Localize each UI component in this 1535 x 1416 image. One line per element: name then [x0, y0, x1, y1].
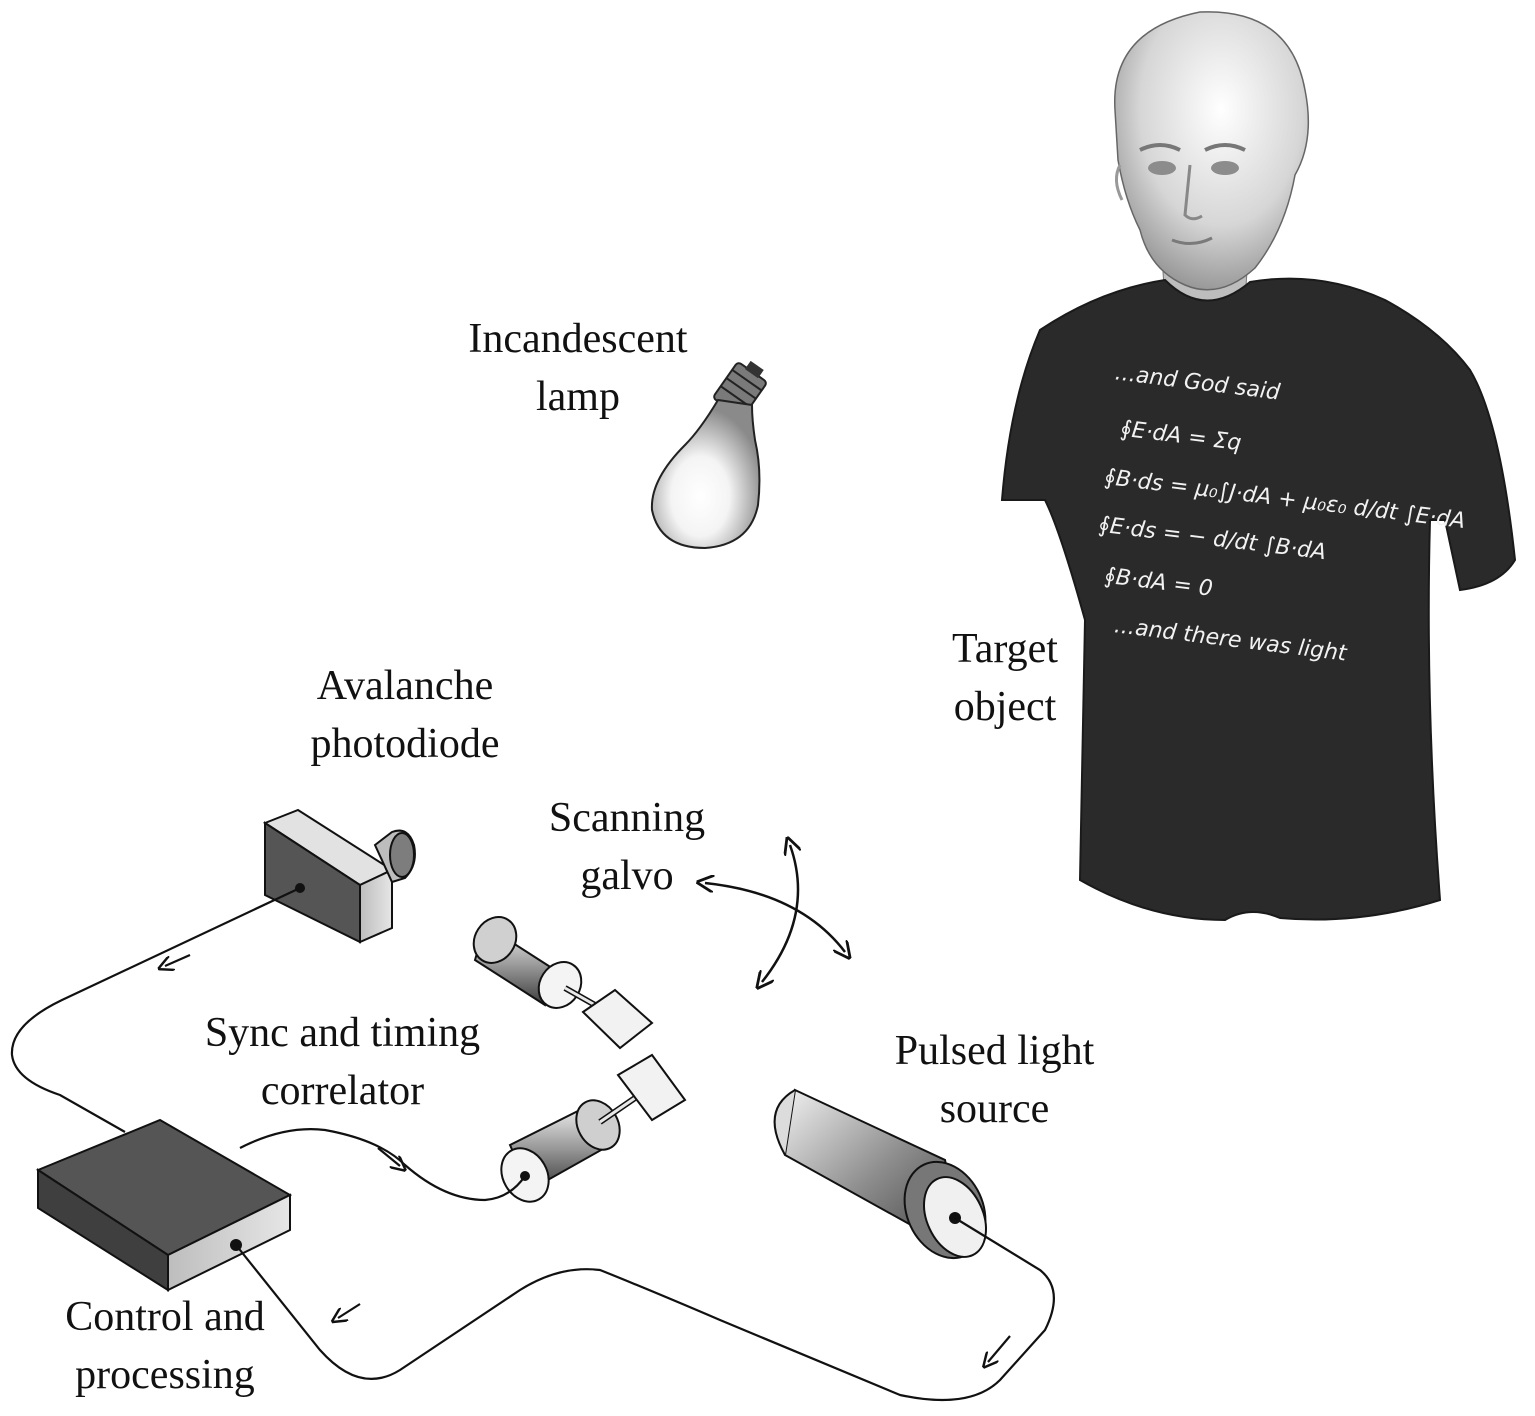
label-pulsed-light-source-line2: source — [939, 1086, 1050, 1132]
label-sync-timing-correlator-line1: Sync and timing — [204, 1010, 481, 1056]
label-avalanche-photodiode-line1: Avalanche — [316, 663, 494, 709]
cable-control-to-galvo — [239, 1128, 526, 1202]
label-avalanche-photodiode-line2: photodiode — [310, 721, 500, 767]
label-scanning-galvo-line2: galvo — [580, 853, 674, 899]
avalanche-photodiode-icon — [262, 808, 416, 944]
control-processing-box — [35, 1118, 293, 1292]
scan-direction-arrows — [705, 845, 845, 982]
incandescent-lamp-icon — [650, 360, 767, 550]
target-object-figure: ...and God said ∮E·dA = Σq ∮B·ds = μ₀∫J·… — [1000, 11, 1517, 922]
scanning-galvo-upper — [472, 916, 654, 1050]
connection-cables — [10, 887, 1055, 1402]
cable-photodiode-to-control — [10, 887, 301, 1133]
label-avalanche-photodiode: Avalanche photodiode — [270, 657, 540, 773]
label-sync-timing-correlator-line2: correlator — [260, 1068, 425, 1114]
label-incandescent-lamp-line2: lamp — [536, 374, 620, 420]
label-sync-timing-correlator: Sync and timing correlator — [170, 1004, 515, 1120]
label-target-object: Target object — [925, 620, 1085, 736]
label-scanning-galvo-line1: Scanning — [548, 795, 706, 841]
label-scanning-galvo: Scanning galvo — [517, 789, 737, 905]
scanning-galvo-lower — [500, 1053, 687, 1203]
label-control-processing-line2: processing — [75, 1352, 255, 1398]
cable-source-to-control — [235, 1217, 1055, 1402]
label-incandescent-lamp-line1: Incandescent — [468, 316, 688, 362]
label-pulsed-light-source: Pulsed light source — [862, 1022, 1127, 1138]
label-control-processing-line1: Control and — [65, 1294, 265, 1340]
label-pulsed-light-source-line1: Pulsed light — [894, 1028, 1095, 1074]
pulsed-light-source-icon — [773, 1088, 987, 1260]
label-incandescent-lamp: Incandescent lamp — [438, 310, 718, 426]
label-control-processing: Control and processing — [30, 1288, 300, 1404]
label-target-object-line2: object — [953, 684, 1057, 730]
label-target-object-line1: Target — [952, 626, 1058, 672]
